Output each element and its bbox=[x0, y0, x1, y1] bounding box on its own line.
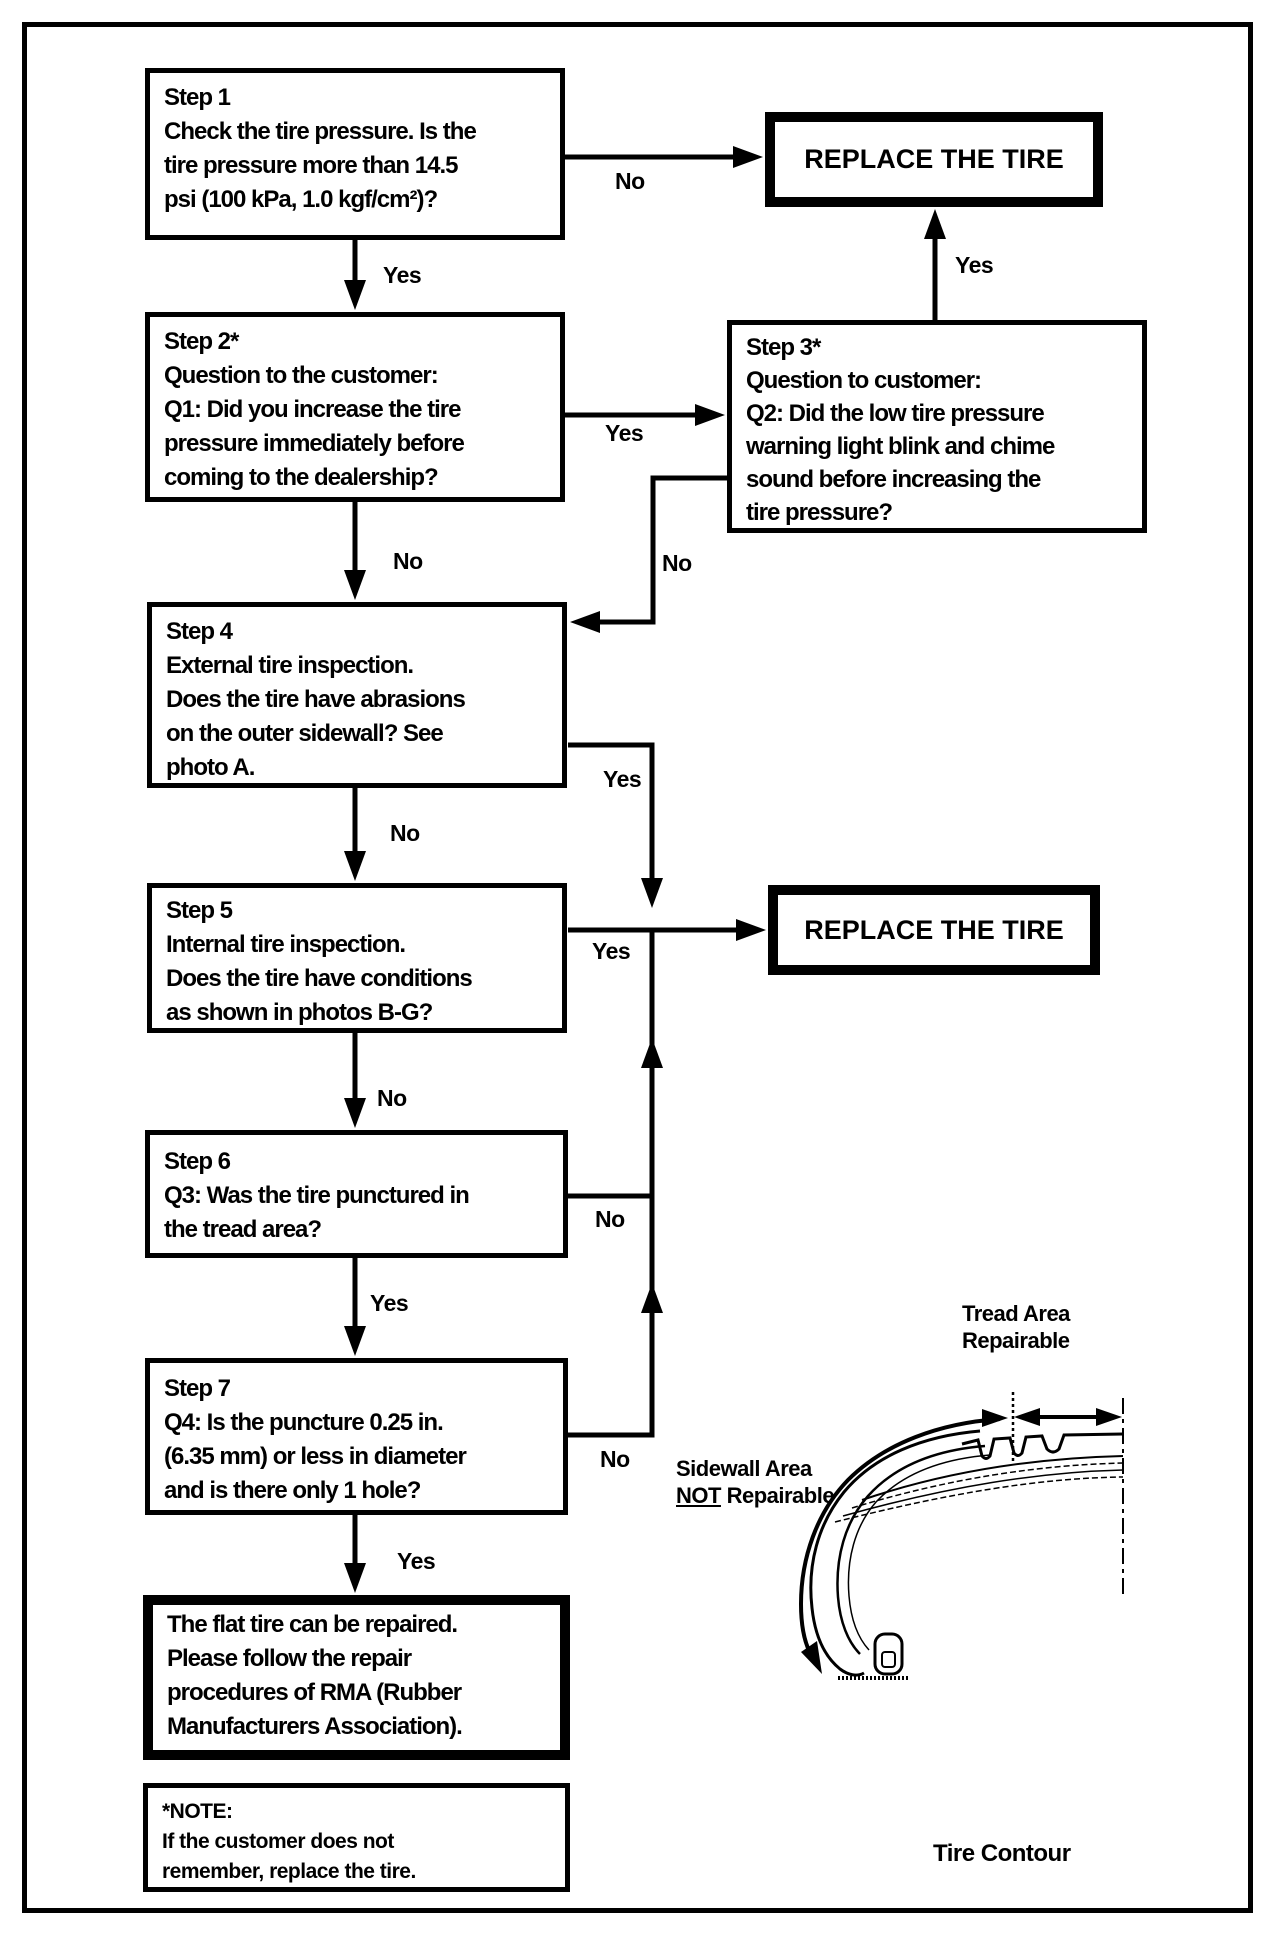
replace-tire-middle-label: REPLACE THE TIRE bbox=[804, 914, 1064, 945]
repair-result-text: The flat tire can be repaired. Please fo… bbox=[167, 1611, 463, 1740]
edge-label-step2-yes: Yes bbox=[605, 420, 644, 446]
tread-area-label: Tread Area Repairable bbox=[962, 1301, 1070, 1353]
note-box: *NOTE: If the customer does not remember… bbox=[143, 1783, 570, 1892]
step-6-text: Step 6 Q3: Was the tire punctured in the… bbox=[164, 1148, 470, 1243]
step-5-box: Step 5 Internal tire inspection. Does th… bbox=[147, 883, 567, 1033]
step-4-box: Step 4 External tire inspection. Does th… bbox=[147, 602, 567, 788]
flow-arrowhead-icons bbox=[344, 146, 946, 1593]
edge-label-step5-yes: Yes bbox=[592, 938, 631, 964]
edge-label-step3-yes: Yes bbox=[955, 252, 994, 278]
edge-label-step7-yes: Yes bbox=[397, 1548, 436, 1574]
step-3-text: Step 3* Question to customer: Q2: Did th… bbox=[746, 334, 1055, 526]
tire-cross-section-illustration bbox=[798, 1392, 1124, 1680]
sidewall-label-not: NOT bbox=[676, 1483, 721, 1508]
replace-tire-box-top: REPLACE THE TIRE bbox=[765, 112, 1103, 207]
edge-label-step4-no: No bbox=[390, 820, 420, 846]
step-7-text: Step 7 Q4: Is the puncture 0.25 in. (6.3… bbox=[164, 1375, 467, 1504]
edge-label-step6-yes: Yes bbox=[370, 1290, 409, 1316]
step-2-text: Step 2* Question to the customer: Q1: Di… bbox=[164, 328, 465, 491]
step-2-box: Step 2* Question to the customer: Q1: Di… bbox=[145, 312, 565, 502]
edge-label-step4-yes: Yes bbox=[603, 766, 642, 792]
sidewall-label-rest: Repairable bbox=[720, 1483, 835, 1508]
tire-contour-label: Tire Contour bbox=[933, 1840, 1071, 1867]
step-5-text: Step 5 Internal tire inspection. Does th… bbox=[166, 897, 473, 1026]
note-text: *NOTE: If the customer does not remember… bbox=[162, 1800, 416, 1883]
edge-label-step6-no: No bbox=[595, 1206, 625, 1232]
step-1-text: Step 1 Check the tire pressure. Is the t… bbox=[164, 84, 477, 213]
step-1-box: Step 1 Check the tire pressure. Is the t… bbox=[145, 68, 565, 240]
sidewall-label-line1: Sidewall Area bbox=[676, 1456, 812, 1481]
step-6-box: Step 6 Q3: Was the tire punctured in the… bbox=[145, 1130, 568, 1258]
step-7-box: Step 7 Q4: Is the puncture 0.25 in. (6.3… bbox=[145, 1358, 568, 1515]
edge-label-step2-no: No bbox=[393, 548, 423, 574]
page-border bbox=[22, 22, 1253, 1913]
step-3-box: Step 3* Question to customer: Q2: Did th… bbox=[727, 320, 1147, 533]
edge-label-step5-no: No bbox=[377, 1085, 407, 1111]
replace-tire-box-middle: REPLACE THE TIRE bbox=[768, 885, 1100, 975]
flow-connector-lines bbox=[352, 154, 938, 1567]
step-4-text: Step 4 External tire inspection. Does th… bbox=[166, 618, 466, 781]
replace-tire-top-label: REPLACE THE TIRE bbox=[804, 144, 1064, 174]
edge-label-step1-yes: Yes bbox=[383, 262, 422, 288]
edge-label-step7-no: No bbox=[600, 1446, 630, 1472]
edge-label-step3-no: No bbox=[662, 550, 692, 576]
repair-result-box: The flat tire can be repaired. Please fo… bbox=[143, 1595, 570, 1760]
edge-label-step1-no: No bbox=[615, 168, 645, 194]
